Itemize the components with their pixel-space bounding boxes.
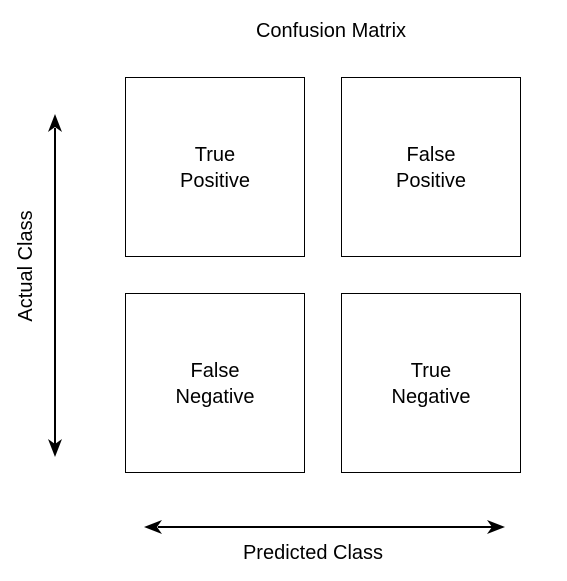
cell-true-positive: True Positive	[125, 77, 305, 257]
cell-true-negative-line2: Negative	[391, 386, 471, 408]
cell-true-positive-line1: True	[194, 144, 236, 166]
x-axis-arrow	[144, 520, 505, 534]
cell-true-negative: True Negative	[341, 293, 521, 473]
cell-true-positive-label: True Positive	[126, 142, 304, 194]
cell-true-negative-line1: True	[410, 360, 452, 382]
y-axis-arrow	[48, 114, 62, 457]
cell-false-negative-label: False Negative	[126, 358, 304, 410]
cell-true-positive-line2: Positive	[179, 170, 251, 192]
cell-false-positive: False Positive	[341, 77, 521, 257]
cell-false-negative-line2: Negative	[175, 386, 255, 408]
cell-true-negative-label: True Negative	[342, 358, 520, 410]
cell-false-negative-line1: False	[190, 360, 240, 382]
cell-false-negative: False Negative	[125, 293, 305, 473]
cell-false-positive-line2: Positive	[395, 170, 467, 192]
diagram-title: Confusion Matrix	[255, 20, 407, 42]
x-axis-label: Predicted Class	[242, 542, 384, 564]
cell-false-positive-line1: False	[406, 144, 456, 166]
y-axis-label: Actual Class	[15, 210, 37, 322]
cell-false-positive-label: False Positive	[342, 142, 520, 194]
